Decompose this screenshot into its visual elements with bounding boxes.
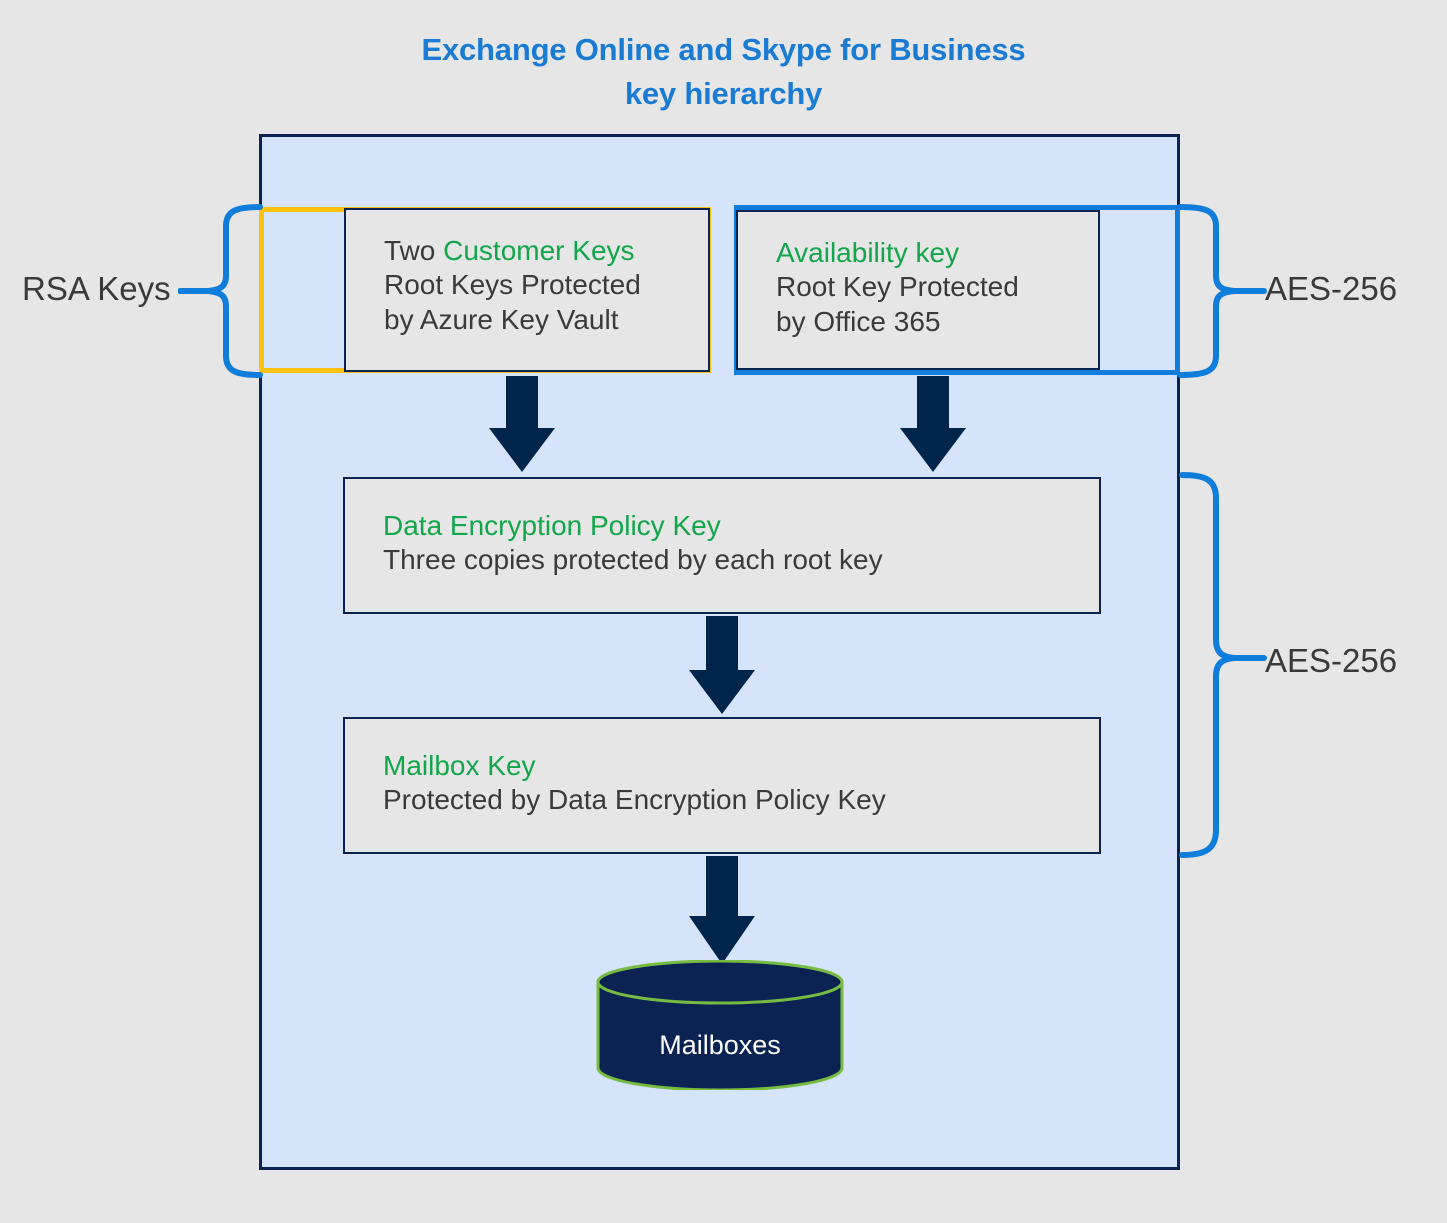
right-brace-icon — [178, 204, 263, 378]
down-arrow-icon — [689, 616, 755, 714]
aes-256-top-label: AES-256 — [1265, 270, 1398, 307]
customer-key-line-1-prefix: Two — [384, 235, 444, 266]
title-line-2: key hierarchy — [624, 76, 823, 112]
database-cylinder-icon[interactable] — [595, 960, 845, 1090]
left-brace-icon — [1177, 204, 1267, 378]
left-brace-icon — [1179, 472, 1267, 858]
aes-256-middle-label: AES-256 — [1265, 642, 1398, 679]
dep-key-line-1: Data Encryption Policy Key — [383, 510, 721, 541]
customer-key-line-2: Root Keys Protected — [384, 269, 641, 301]
mailbox-key-line-2: Protected by Data Encryption Policy Key — [383, 784, 886, 816]
customer-key-line-1: Two Customer Keys — [384, 234, 708, 268]
customer-key-line-1-highlight: Customer Keys — [443, 235, 635, 266]
rsa-keys-label: RSA Keys — [22, 270, 171, 307]
page-title: Exchange Online and Skype for Business k… — [0, 28, 1447, 116]
title-line-1: Exchange Online and Skype for Business — [421, 32, 1026, 67]
availability-key-box[interactable]: Availability key Root Key Protected by O… — [736, 210, 1100, 370]
data-encryption-policy-key-box[interactable]: Data Encryption Policy Key Three copies … — [343, 477, 1101, 614]
mailbox-key-line-1: Mailbox Key — [383, 750, 536, 781]
dep-key-line-2: Three copies protected by each root key — [383, 544, 883, 576]
availability-key-line-2: Root Key Protected — [776, 271, 1019, 303]
down-arrow-icon — [489, 376, 555, 472]
down-arrow-icon — [900, 376, 966, 472]
customer-key-line-3: by Azure Key Vault — [384, 303, 619, 335]
customer-key-box[interactable]: Two Customer Keys Root Keys Protected by… — [344, 208, 710, 372]
availability-key-line-3: by Office 365 — [776, 305, 941, 337]
availability-key-line-1: Availability key — [776, 237, 960, 268]
down-arrow-icon — [689, 856, 755, 964]
mailbox-key-box[interactable]: Mailbox Key Protected by Data Encryption… — [343, 717, 1101, 854]
